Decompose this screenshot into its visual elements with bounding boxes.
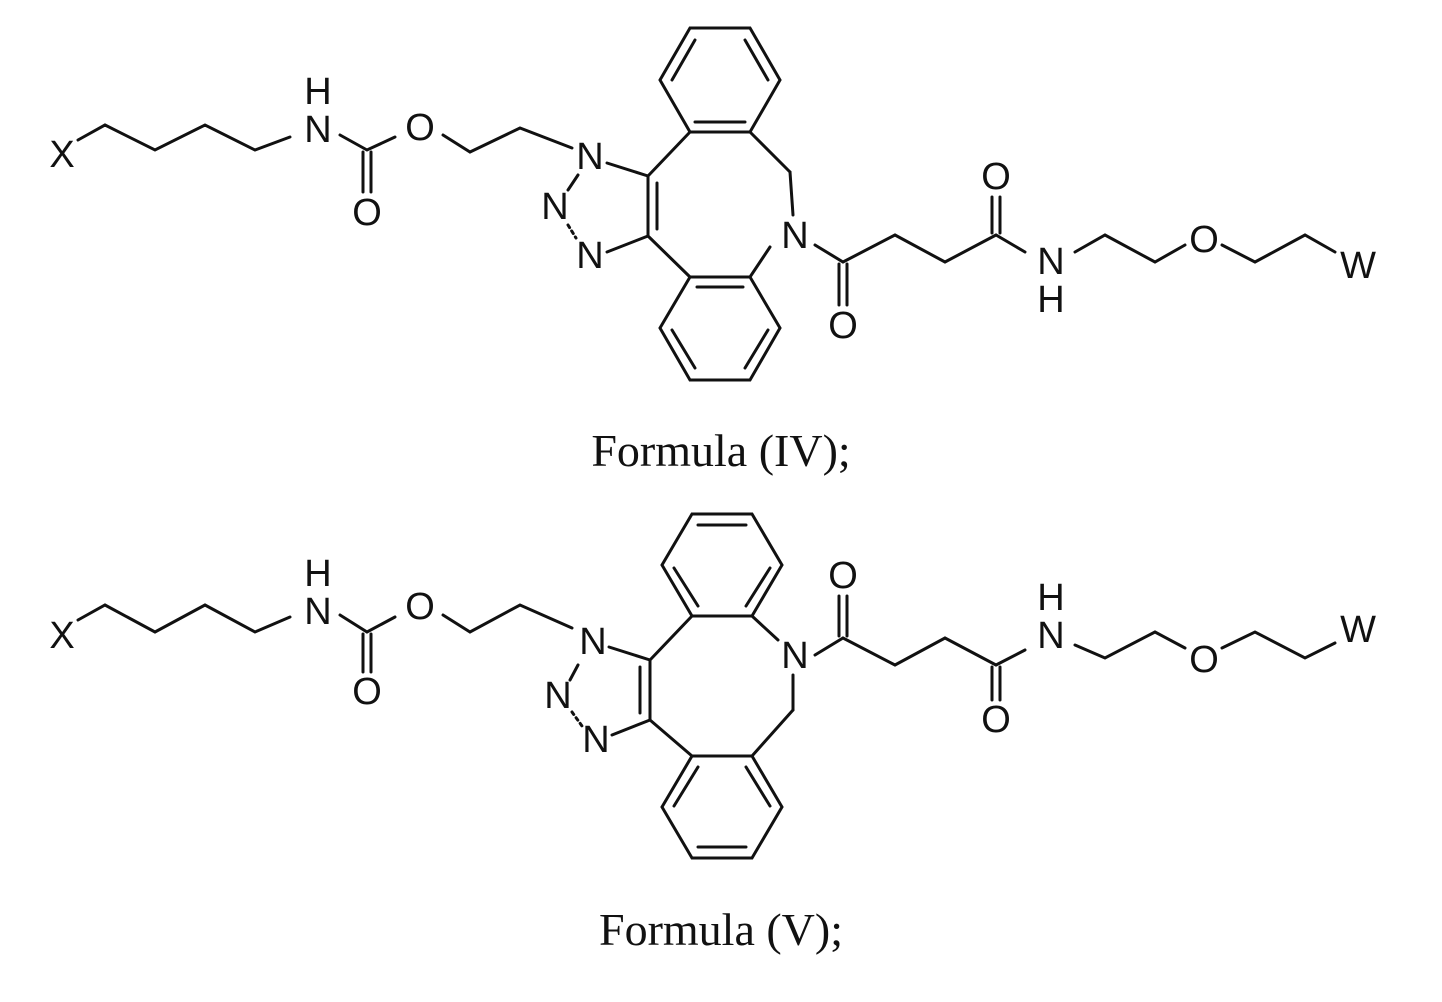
w-substituent-label: W xyxy=(1340,245,1376,287)
amide2-n-label: N xyxy=(1037,615,1064,657)
triazole-n1-label: N xyxy=(576,136,603,178)
formula-iv-caption: Formula (IV); xyxy=(591,425,851,476)
ester-o-label: O xyxy=(405,586,435,628)
triazole-n3-label: N xyxy=(576,235,603,277)
amide1-o-label: O xyxy=(828,305,858,347)
w-substituent-label: W xyxy=(1340,609,1376,651)
triazole-n1-label: N xyxy=(579,621,606,663)
carbamate-n-label: N xyxy=(304,109,331,151)
formula-v-structure: X N H O O N N N N O O N H O W xyxy=(49,512,1376,860)
ester-o-label: O xyxy=(405,107,435,149)
ether-o-label: O xyxy=(1189,219,1219,261)
triazole-n2-label: N xyxy=(541,186,568,228)
amide2-n-label: N xyxy=(1037,241,1064,283)
x-substituent-label: X xyxy=(49,134,74,176)
triazole-n3-label: N xyxy=(582,719,609,761)
amide1-o-label: O xyxy=(828,555,858,597)
amide2-h-label: H xyxy=(1037,577,1064,619)
ring-n-label: N xyxy=(781,635,808,677)
amide2-o-label: O xyxy=(981,156,1011,198)
formula-v-caption: Formula (V); xyxy=(598,904,843,955)
carbonyl-o-label: O xyxy=(352,671,382,713)
carbamate-h-label: H xyxy=(304,71,331,113)
formula-iv-structure: X N H O O N N N N O O N H O W xyxy=(49,26,1376,382)
carbonyl-o-label: O xyxy=(352,192,382,234)
amide2-h-label: H xyxy=(1037,279,1064,321)
carbamate-h-label: H xyxy=(304,553,331,595)
x-substituent-label: X xyxy=(49,615,74,657)
ether-o-label: O xyxy=(1189,639,1219,681)
triazole-n2-label: N xyxy=(544,675,571,717)
ring-n-label: N xyxy=(781,215,808,257)
amide2-o-label: O xyxy=(981,699,1011,741)
carbamate-n-label: N xyxy=(304,591,331,633)
